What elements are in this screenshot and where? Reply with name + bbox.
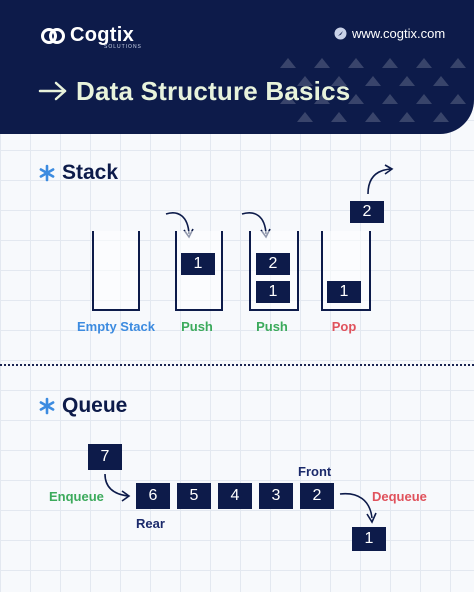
dequeued-item: 1 [352,527,386,551]
queue-item: 5 [177,483,211,509]
header-banner: Cogtix SOLUTIONS www.cogtix.com Data Str… [0,0,474,134]
brand-name: Cogtix [70,24,135,46]
stack-label-pop: Pop [331,319,357,334]
stack-label-empty: Empty Stack [76,319,156,334]
arrow-right-icon [38,81,67,101]
asterisk-icon [39,164,55,182]
queue-item: 3 [259,483,293,509]
front-label: Front [298,464,332,479]
stack-heading: Stack [62,161,119,184]
page-title: Data Structure Basics [76,76,351,106]
curved-arrow-icon [104,473,131,502]
stack-item: 1 [181,253,215,275]
dequeue-label: Dequeue [372,489,427,504]
globe-icon [334,27,347,40]
stack-item: 1 [256,281,290,303]
stack-label-push-1: Push [181,319,213,334]
queue-incoming-item: 7 [88,444,122,470]
rear-label: Rear [136,516,165,531]
cogtix-logo-icon [41,28,65,44]
stack-container-empty [92,231,140,311]
triangle-pattern-decoration [280,58,466,122]
queue-heading: Queue [62,394,128,417]
curved-arrow-icon [339,492,377,524]
enqueue-label: Enqueue [49,489,104,504]
popped-item: 2 [350,201,384,223]
stack-label-push-2: Push [256,319,288,334]
brand-subtitle: SOLUTIONS [104,44,142,50]
queue-item: 2 [300,483,334,509]
section-divider [0,364,474,366]
queue-item: 6 [136,483,170,509]
website-link[interactable]: www.cogtix.com [352,26,446,41]
stack-item: 2 [256,253,290,275]
stack-item: 1 [327,281,361,303]
queue-item: 4 [218,483,252,509]
asterisk-icon [39,397,55,415]
curved-arrow-icon [367,164,394,195]
